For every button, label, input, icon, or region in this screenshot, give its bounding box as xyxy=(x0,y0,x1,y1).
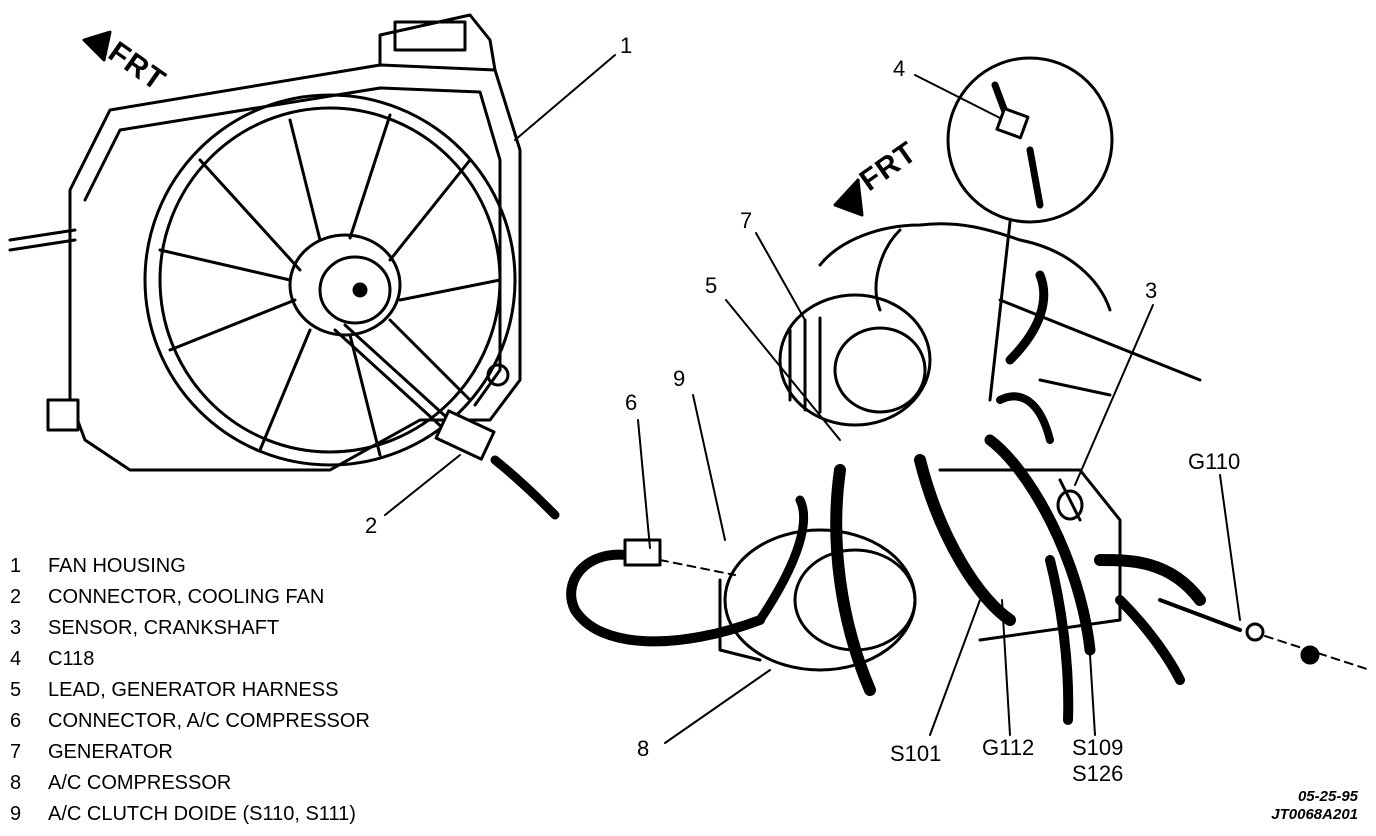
legend-text: C118 xyxy=(48,648,95,670)
legend-row: 1 FAN HOUSING xyxy=(10,551,370,582)
legend-number: 8 xyxy=(10,772,22,794)
component-legend: 1 FAN HOUSING 2 CONNECTOR, COOLING FAN 3 SE… xyxy=(10,551,370,830)
legend-number: 1 xyxy=(10,555,22,577)
legend-number: 3 xyxy=(10,617,22,639)
legend-number: 2 xyxy=(10,586,22,608)
legend-number: 4 xyxy=(10,648,22,670)
stamp-code: JT0068A201 xyxy=(1271,806,1358,823)
legend-text: GENERATOR xyxy=(48,741,173,763)
callout-g112: G112 xyxy=(982,735,1035,760)
figure-stamp: 05-25-95 JT0068A201 xyxy=(1258,788,1358,824)
stamp-date: 05-25-95 xyxy=(1297,788,1358,805)
cooling-fan-drawing xyxy=(143,93,560,520)
leader-lines xyxy=(384,54,1241,744)
callout-1: 1 xyxy=(620,33,633,58)
legend-text: A/C COMPRESSOR xyxy=(48,772,232,794)
callout-8: 8 xyxy=(637,736,650,761)
legend-text: SENSOR, CRANKSHAFT xyxy=(48,617,280,639)
legend-row: 9 A/C CLUTCH DOIDE (S110, S111) xyxy=(10,799,370,830)
callout-6: 6 xyxy=(625,390,638,415)
legend-text: CONNECTOR, COOLING FAN xyxy=(48,586,325,608)
fan-housing-drawing xyxy=(8,13,522,472)
engine-assembly-drawing xyxy=(566,222,1371,725)
legend-text: CONNECTOR, A/C COMPRESSOR xyxy=(48,710,370,732)
legend-row: 5 LEAD, GENERATOR HARNESS xyxy=(10,675,370,706)
callout-9: 9 xyxy=(673,366,686,391)
legend-text: LEAD, GENERATOR HARNESS xyxy=(48,679,339,701)
callout-s101: S101 xyxy=(890,741,942,766)
c118-detail-drawing xyxy=(946,56,1114,402)
legend-number: 5 xyxy=(10,679,22,701)
callout-s126: S126 xyxy=(1072,761,1124,786)
legend-row: 6 CONNECTOR, A/C COMPRESSOR xyxy=(10,706,370,737)
legend-text: A/C CLUTCH DOIDE (S110, S111) xyxy=(48,803,356,825)
legend-text: FAN HOUSING xyxy=(48,555,186,577)
legend-number: 9 xyxy=(10,803,22,825)
legend-number: 6 xyxy=(10,710,22,732)
front-arrow-icon xyxy=(833,178,864,217)
legend-row: 4 C118 xyxy=(10,644,370,675)
callout-3: 3 xyxy=(1145,278,1158,303)
callout-2: 2 xyxy=(365,513,378,538)
legend-number: 7 xyxy=(10,741,22,763)
callout-4: 4 xyxy=(893,56,906,81)
callout-7: 7 xyxy=(740,208,753,233)
front-arrow-icon xyxy=(82,30,112,62)
callout-s109: S109 xyxy=(1072,735,1124,760)
legend-row: 3 SENSOR, CRANKSHAFT xyxy=(10,613,370,644)
legend-row: 2 CONNECTOR, COOLING FAN xyxy=(10,582,370,613)
callout-5: 5 xyxy=(705,273,718,298)
callout-g110: G110 xyxy=(1188,449,1241,474)
legend-row: 7 GENERATOR xyxy=(10,737,370,768)
legend-row: 8 A/C COMPRESSOR xyxy=(10,768,370,799)
